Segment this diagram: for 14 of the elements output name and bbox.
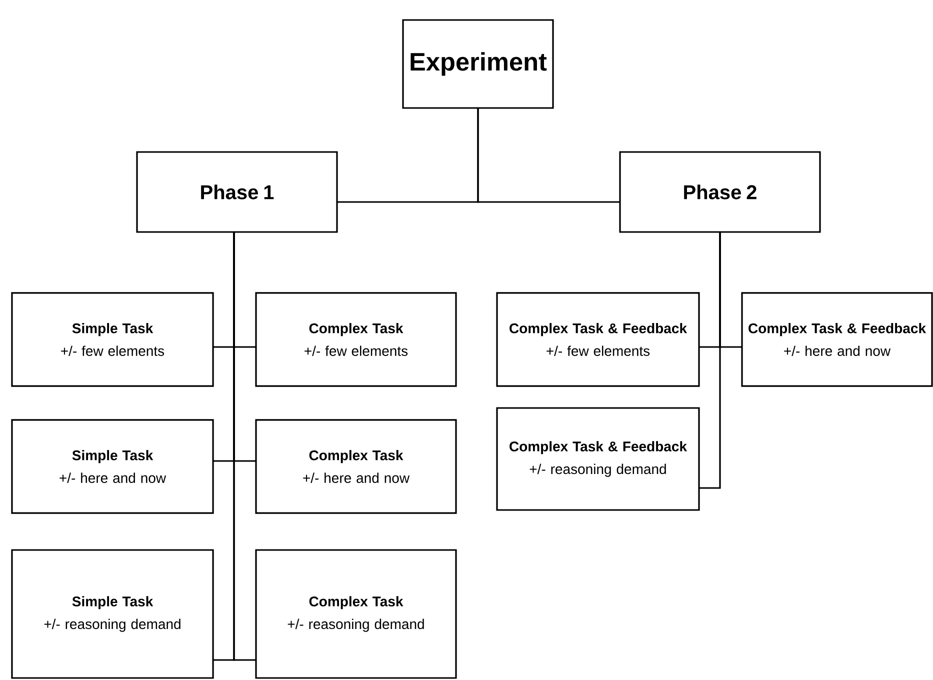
task-box: Simple Task +/- few elements	[11, 292, 214, 387]
task-box: Complex Task +/- here and now	[255, 419, 457, 514]
phase-box: Phase 1	[136, 151, 338, 233]
task-box: Complex Task +/- reasoning demand	[255, 549, 457, 679]
task-box: Complex Task & Feedback +/- here and now	[741, 292, 933, 387]
task-box: Complex Task & Feedback +/- few elements	[496, 292, 700, 387]
connector-line	[699, 232, 721, 489]
task-box: Complex Task & Feedback +/- reasoning demand	[496, 407, 700, 511]
experiment-box: Experiment	[402, 19, 554, 109]
phase-box: Phase 2	[619, 151, 821, 233]
task-box: Simple Task +/- here and now	[11, 419, 214, 514]
task-box: Simple Task +/- reasoning demand	[11, 549, 214, 679]
task-box: Complex Task +/- few elements	[255, 292, 457, 387]
connector-line	[477, 108, 620, 203]
